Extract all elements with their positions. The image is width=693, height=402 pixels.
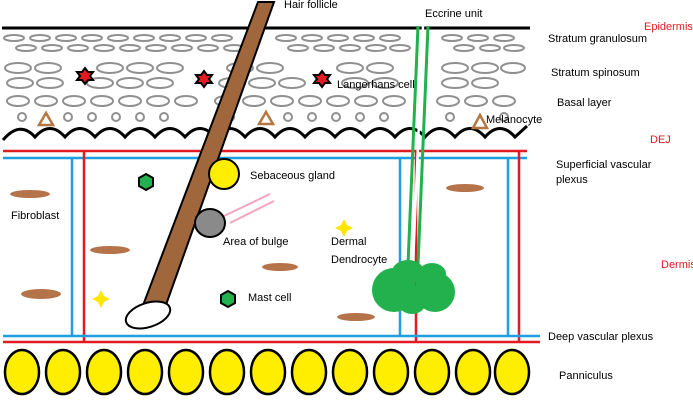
hair-follicle	[124, 1, 276, 330]
dermal-dendrocyte-1	[335, 219, 353, 237]
dej-zigzag-line	[1, 124, 529, 141]
label-mast-cell: Mast cell	[248, 292, 292, 304]
melanocyte-1	[36, 110, 56, 127]
label-melanocyte: Melanocyte	[486, 114, 543, 126]
label-sebaceous-gland: Sebaceous gland	[250, 170, 336, 182]
dermal-dendrocyte-2	[92, 290, 110, 308]
label-epidermis: Epidermis	[644, 21, 693, 33]
label-panniculus: Panniculus	[559, 370, 613, 382]
sebaceous-gland	[208, 158, 240, 190]
melanocytes	[36, 109, 490, 130]
langerhans-cells	[75, 66, 332, 89]
langerhans-cell-3	[312, 69, 332, 89]
mast-cell-1	[138, 172, 154, 192]
label-deep-vascular-plexus: Deep vascular plexus	[548, 331, 654, 343]
label-stratum-spinosum: Stratum spinosum	[551, 67, 640, 79]
basal-layer-cells	[6, 95, 516, 122]
melanocyte-3	[470, 112, 490, 130]
panniculus-fat-cells	[3, 348, 531, 396]
area-of-bulge	[194, 208, 226, 238]
label-eccrine-unit: Eccrine unit	[425, 8, 483, 20]
label-basal-layer: Basal layer	[557, 97, 612, 109]
mast-cell-2	[220, 289, 236, 309]
label-dej: DEJ	[650, 134, 671, 146]
label-dermis: Dermis	[661, 259, 693, 271]
stratum-granulosum-cells	[3, 34, 525, 52]
fibroblast-6	[446, 184, 484, 192]
fibroblast-5	[337, 313, 375, 321]
label-hair-follicle: Hair follicle	[284, 0, 338, 11]
mast-cells	[138, 172, 236, 309]
deep-vascular-plexus	[3, 334, 540, 344]
label-stratum-granulosum: Stratum granulosum	[548, 33, 648, 45]
langerhans-cell-2	[194, 69, 214, 89]
fibroblast-3	[21, 289, 61, 299]
superficial-vascular-plexus	[3, 149, 527, 160]
label-dermal: Dermal	[331, 236, 367, 248]
label-superficial-vascular-1: Superficial vascular	[556, 159, 652, 171]
arrector-pili-muscle	[223, 193, 275, 224]
label-area-of-bulge: Area of bulge	[223, 236, 289, 248]
label-langerhans-cell: Langerhans cell	[337, 79, 415, 91]
fibroblast-2	[90, 246, 130, 254]
label-fibroblast: Fibroblast	[11, 210, 60, 222]
eccrine-gland-coil	[372, 260, 455, 314]
fibroblast-4	[262, 263, 298, 271]
dermal-dendrocytes	[92, 219, 353, 308]
langerhans-cell-1	[75, 66, 95, 86]
eccrine-unit	[372, 25, 455, 314]
hair-bulb	[124, 300, 172, 330]
fibroblasts	[10, 184, 484, 321]
fibroblast-1	[10, 190, 50, 198]
label-dendrocyte: Dendrocyte	[331, 254, 388, 266]
melanocyte-2	[256, 109, 276, 126]
label-superficial-vascular-2: plexus	[556, 174, 588, 186]
